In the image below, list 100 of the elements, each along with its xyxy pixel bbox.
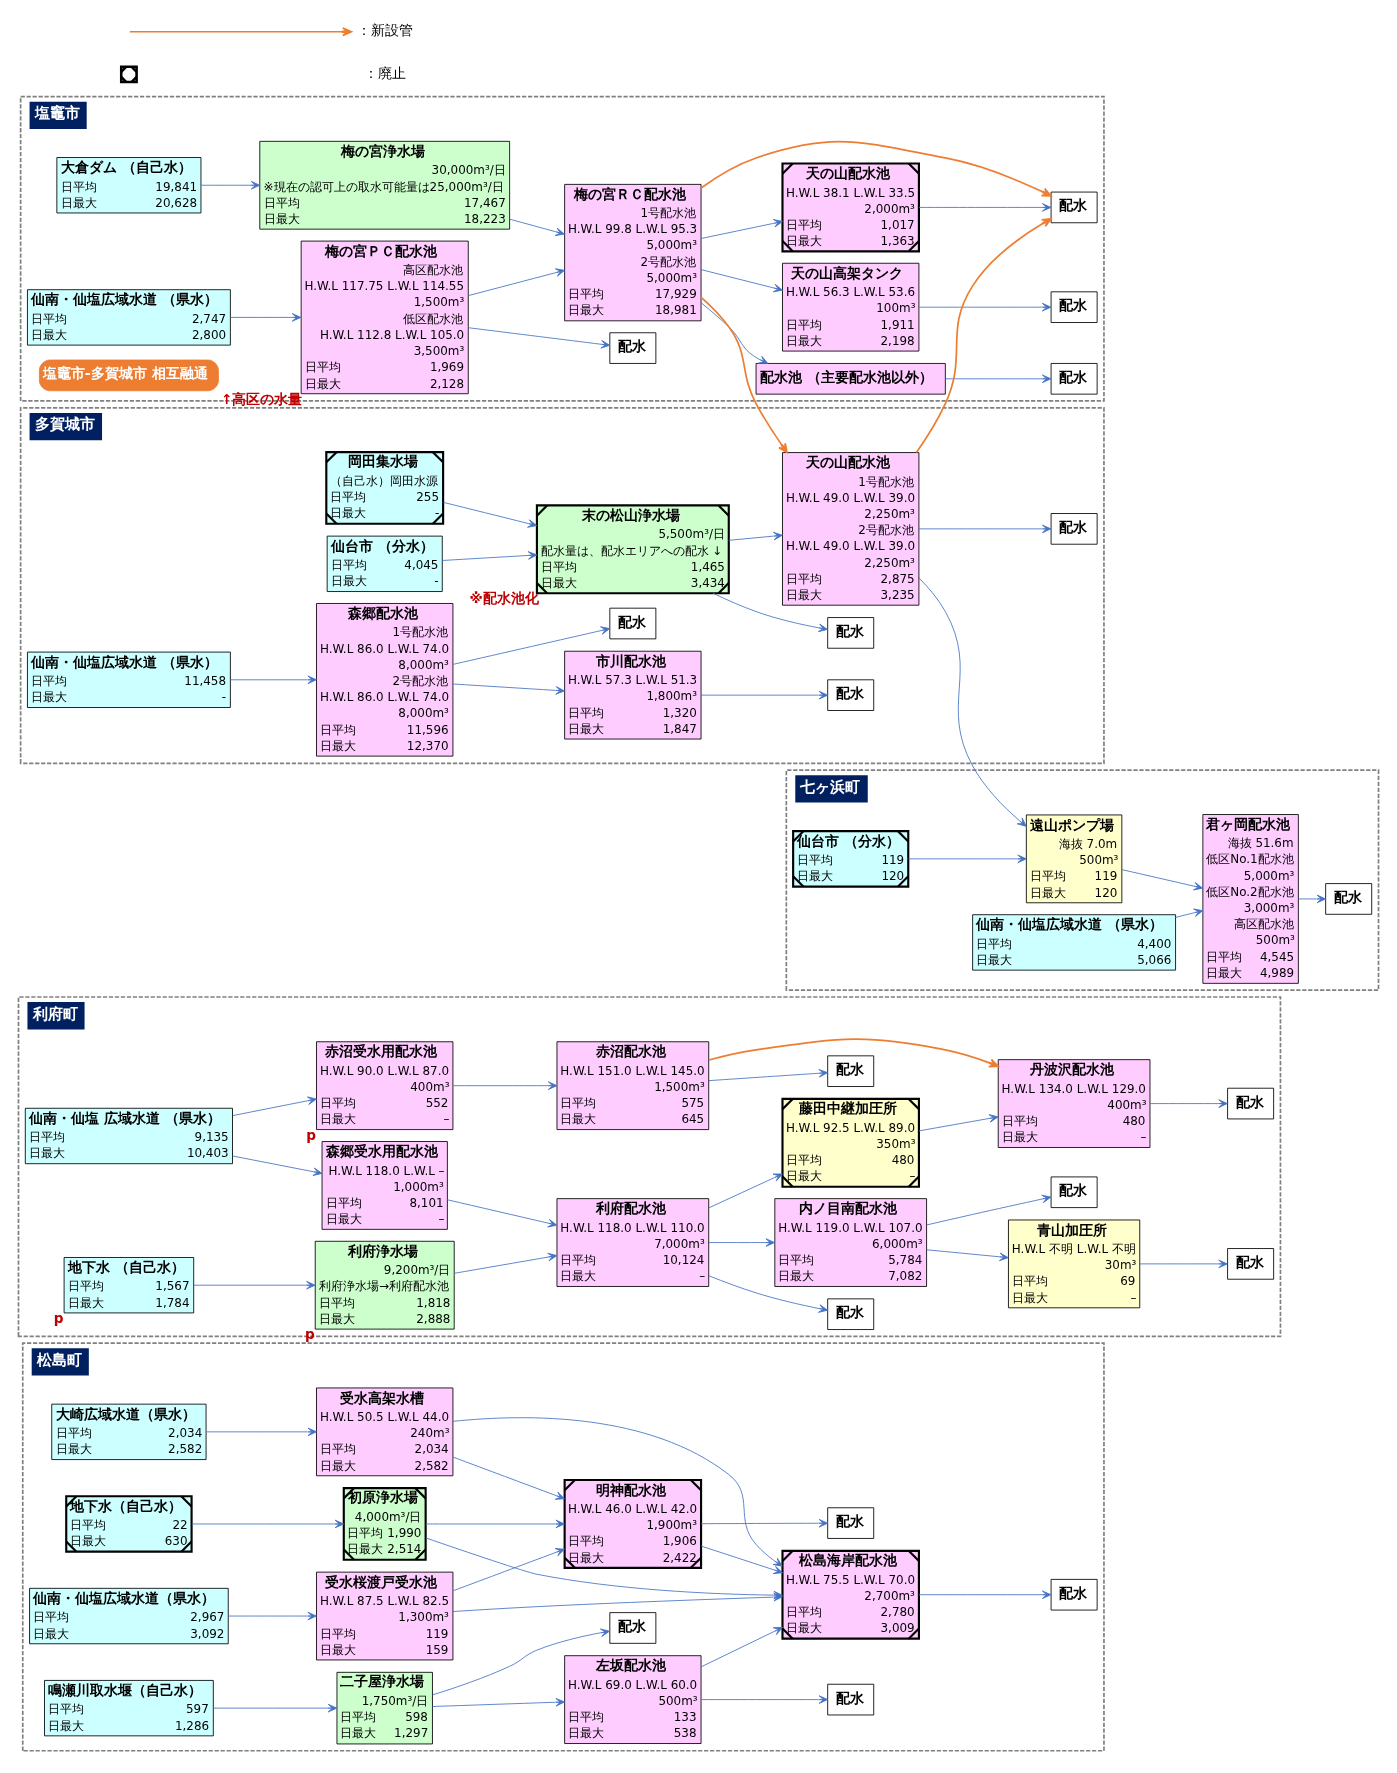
node-box: 天の山高架タンク H.W.L 56.3 L.W.L 53.6 100m³ 日平均 1,911 日最大 2,198 (782, 262, 920, 351)
arrow (442, 501, 538, 528)
node-box: 青山加圧所 H.W.L 不明 L.W.L 不明 30m³ 日平均 69 日最大 – (1008, 1219, 1141, 1308)
arrow (200, 180, 261, 189)
arrow (452, 625, 611, 665)
node-box: 市川配水池 H.W.L 57.3 L.W.L 51.3 1,800m³ 日平均 1,320 日最大 1,847 (564, 650, 702, 739)
node-box: 配水 (827, 678, 875, 711)
node-box: 利府配水池 H.W.L 118.0 L.W.L 110.0 7,000m³ 日平均 10,124 日最大 – (556, 1197, 710, 1287)
arrow (926, 1194, 1052, 1225)
node-box: 受水桜渡戸受水池 H.W.L 87.5 L.W.L 82.5 1,300m³ 日平均 119 日最大 159 (316, 1571, 454, 1660)
arrow (452, 1456, 565, 1500)
node-box: 配水池 （主要配水池以外） (755, 362, 946, 395)
arrow (432, 1628, 610, 1695)
node-box: 配水 (827, 1297, 875, 1330)
arrow (918, 524, 1052, 533)
arrow (918, 577, 1027, 827)
node-box: 配水 (1227, 1247, 1275, 1280)
arrow (447, 1198, 558, 1227)
arrow (728, 531, 783, 541)
arrow (907, 854, 1027, 863)
node-box: 赤沼配水池 H.W.L 151.0 L.W.L 145.0 1,500m³ 日平均 575 日最大 645 (556, 1040, 710, 1130)
node-box: 配水 (1050, 290, 1098, 323)
node-box: 仙南・仙塩広域水道 （県水） 日平均 4,400 日最大 5,066 (972, 913, 1176, 971)
arrow (230, 312, 302, 322)
arrow (232, 1096, 317, 1116)
arrow (915, 217, 1052, 453)
arrow (213, 1703, 338, 1712)
node-box: 配水 (827, 1054, 875, 1087)
arrow (708, 1274, 828, 1313)
node-box: 赤沼受水用配水池 H.W.L 90.0 L.W.L 87.0 400m³ 日平均 552 日最大 – (316, 1040, 454, 1130)
node-box: 鳴瀬川取水堰（自己水） 日平均 597 日最大 1,286 (44, 1679, 214, 1736)
arrow (227, 1611, 317, 1620)
legend-label: ：新設管 (356, 21, 413, 38)
arrow (700, 295, 788, 453)
node-box: 配水 (1227, 1087, 1275, 1119)
arrow (708, 1068, 829, 1081)
node-box: 配水 (609, 331, 657, 364)
node-box: 仙台市 （分水） 日平均 4,045 日最大 - (326, 535, 443, 592)
arrow (509, 218, 565, 236)
arrow (700, 268, 783, 292)
arrow (467, 326, 611, 349)
arrow (1149, 1098, 1228, 1108)
arrow (205, 1427, 317, 1436)
arrow (708, 1237, 775, 1247)
arrow (1139, 1259, 1228, 1268)
node-box: 配水 (1050, 362, 1098, 395)
node-box: 大倉ダム （自己水） 日平均 19,841 日最大 20,628 (56, 156, 202, 213)
node-box: 仙南・仙塩広域水道 （県水） 日平均 11,458 日最大 - (27, 651, 231, 708)
node-box: 内ノ目南配水池 H.W.L 119.0 L.W.L 107.0 6,000m³ 日平均 5,784 日最大 7,082 (774, 1197, 927, 1287)
node-box: 左坂配水池 H.W.L 69.0 L.W.L 60.0 500m³ 日平均 133 日最大 538 (564, 1654, 702, 1744)
arrow (700, 218, 783, 239)
arrow (700, 1545, 783, 1574)
node-box: 利府浄水場 9,200m³/日 利府浄水場→利府配水池 日平均 1,818 日最大 2,888 (314, 1240, 455, 1330)
node-box: 配水 (609, 1611, 657, 1644)
node-label: p (53, 1309, 64, 1326)
node-box: 配水 (827, 616, 875, 649)
node-box: 森郷受水用配水池 H.W.L 118.0 L.W.L – 1,000m³ 日平均 8,101 日最大 – (321, 1140, 448, 1230)
arrow (452, 683, 565, 695)
node-box: 遠山ポンプ場 海抜 7.0m 500m³ 日平均 119 日最大 120 (1025, 814, 1123, 903)
arrow (918, 202, 1052, 212)
node-box: 森郷配水池 1号配水池 H.W.L 86.0 L.W.L 74.0 8,000m³ 2号配水池 H.W.L 86.0 L.W.L 74.0 8,000m³ 日平均 11,596 日最大 12,370 (316, 602, 454, 757)
arrow (700, 1626, 783, 1667)
legend-label: ：廃止 (363, 64, 406, 81)
arrow (452, 1080, 558, 1090)
node-box: 配水 (1050, 512, 1098, 545)
arrow (700, 301, 769, 364)
node-box: 地下水 （自己水） 日平均 1,567 日最大 1,784 (63, 1256, 195, 1313)
arrow (467, 267, 566, 296)
arrow (442, 550, 538, 561)
arrow (918, 1589, 1052, 1599)
node-box: 配水 (1325, 882, 1373, 915)
arrow (452, 1547, 565, 1591)
node-label: ↑高区の水量 (221, 390, 303, 407)
arrow (193, 1280, 316, 1289)
node-box: 天の山配水池 1号配水池 H.W.L 49.0 L.W.L 39.0 2,250m³ 2号配水池 H.W.L 49.0 L.W.L 39.0 2,250m³ 日平均 2,875 日最大 3,235 (782, 451, 920, 606)
arrow (230, 675, 317, 684)
arrow (700, 690, 829, 699)
node-box: 梅の宮浄水場 30,000m³/日 ※現在の認可上の取水可能量は25,000m³/日 日平均 17,467 日最大 18,223 (259, 140, 511, 230)
arrow (425, 1519, 565, 1528)
node-box: 受水高架水槽 H.W.L 50.5 L.W.L 44.0 240m³ 日平均 2,034 日最大 2,582 (316, 1387, 454, 1476)
arrow (708, 1037, 999, 1068)
node-box: 梅の宮ＲＣ配水池 1号配水池 H.W.L 99.8 L.W.L 95.3 5,000m³ 2号配水池 5,000m³ 日平均 17,929 日最大 18,981 (564, 183, 702, 321)
node-box: 配水 (827, 1683, 875, 1715)
arrow (918, 302, 1052, 311)
arrow (945, 374, 1052, 383)
arrow (712, 592, 828, 632)
node-box: 配水 (1050, 1176, 1098, 1208)
arrow (432, 1697, 565, 1707)
node-box: 配水 (609, 607, 657, 639)
node-box: 配水 (1050, 191, 1098, 223)
node-box: 仙南・仙塩広域水道 （県水） 日平均 2,747 日最大 2,800 (27, 288, 231, 346)
node-box: 丹波沢配水池 H.W.L 134.0 L.W.L 129.0 400m³ 日平均 480 日最大 – (997, 1058, 1151, 1148)
node-box: 仙南・仙塩広域水道（県水） 日平均 2,967 日最大 3,092 (29, 1587, 229, 1644)
arrow (453, 1252, 558, 1274)
arrow (918, 1113, 999, 1131)
node-box: 梅の宮ＰＣ配水池 高区配水池 H.W.L 117.75 L.W.L 114.55 1,500m³ 低区配水池 H.W.L 112.8 L.W.L 105.0 3,500m³ 日平均 1,969 日最大 2,128 (300, 240, 469, 394)
node-box: 大崎広域水道（県水） 日平均 2,034 日最大 2,582 (51, 1403, 207, 1460)
node-label: p (306, 1126, 317, 1143)
arrow (700, 1694, 829, 1704)
node-box: 配水 (827, 1506, 875, 1539)
